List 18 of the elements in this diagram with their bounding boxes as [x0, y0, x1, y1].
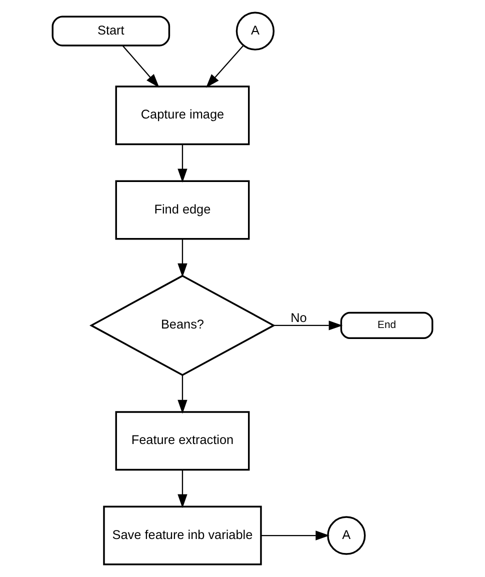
node-box: Capture image — [115, 86, 250, 146]
arrow — [178, 470, 188, 508]
arrow — [122, 45, 160, 88]
node-circle: A — [327, 516, 366, 555]
arrow — [206, 45, 244, 88]
arrow — [274, 320, 343, 330]
node-diamond: Beans? — [89, 274, 276, 376]
node-box: End — [340, 312, 434, 339]
arrow — [178, 144, 188, 183]
node-box: Find edge — [115, 180, 250, 240]
node-box: Feature extraction — [115, 411, 250, 471]
node-circle: A — [236, 12, 275, 50]
arrow — [178, 239, 188, 278]
edge-label: No — [290, 310, 307, 325]
arrow — [261, 530, 330, 540]
node-box: Save feature inb variable — [103, 506, 262, 566]
node-box: Start — [52, 16, 170, 46]
arrow — [178, 375, 188, 414]
